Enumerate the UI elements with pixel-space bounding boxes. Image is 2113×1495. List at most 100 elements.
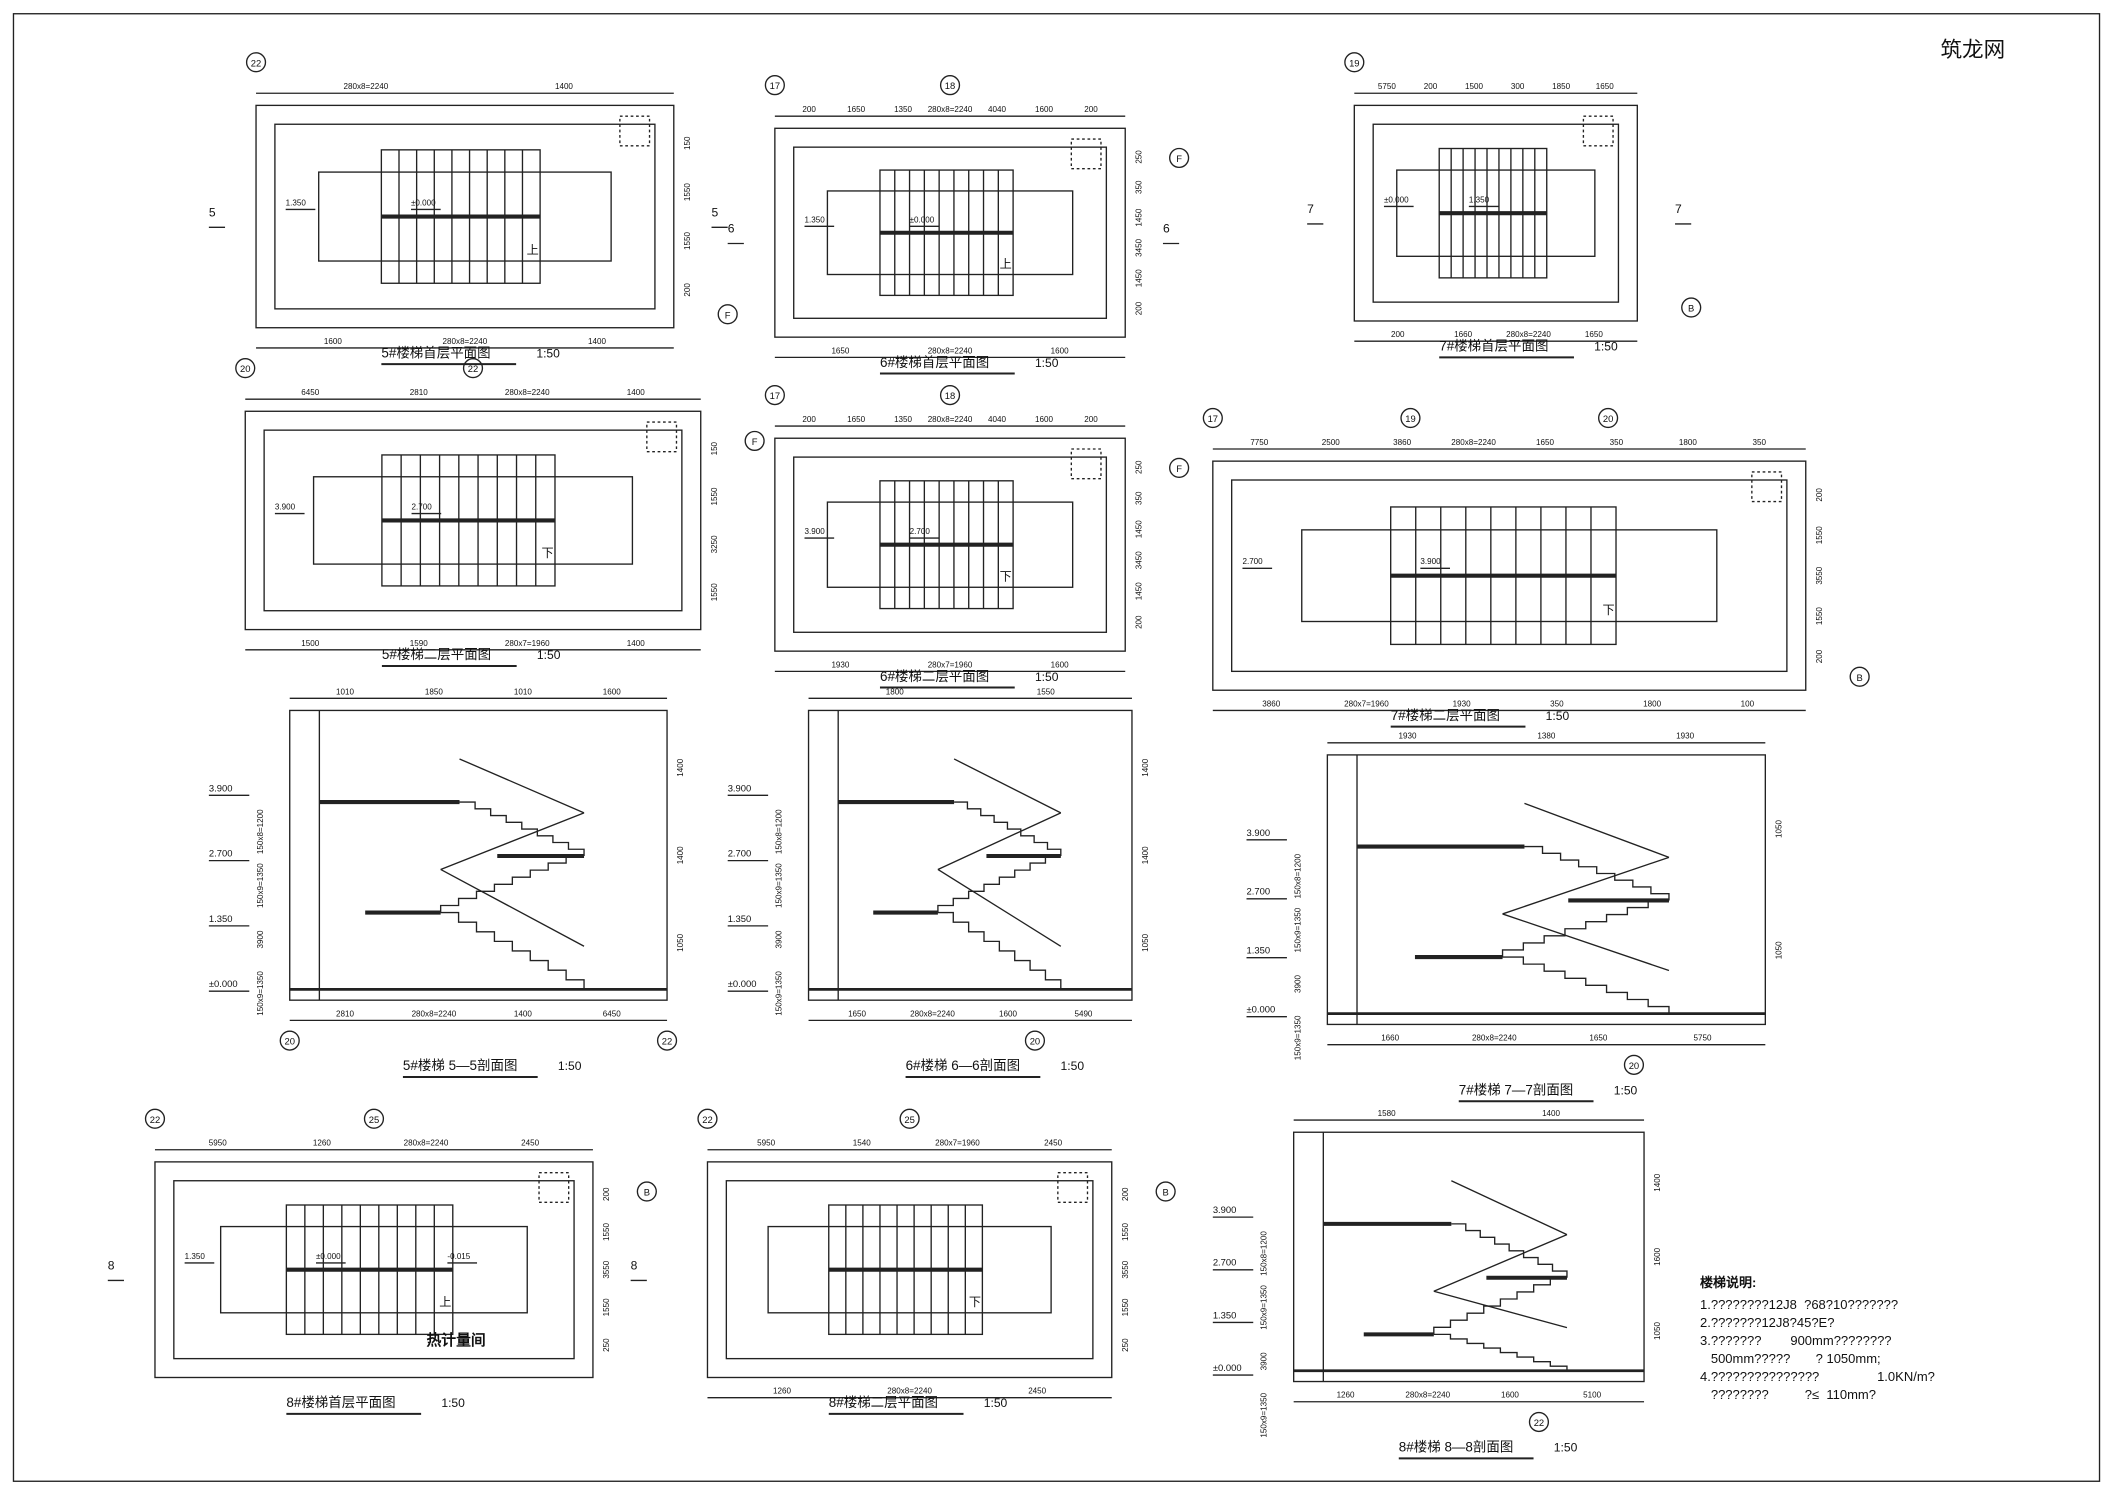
axis-bubble: [939, 385, 961, 406]
dimension-dims_bottom: 200: [1391, 330, 1405, 339]
dimension-dims_bottom: 1650: [1585, 330, 1603, 339]
dimension-right: 1550: [1121, 1222, 1130, 1240]
dimension-dims_top: 1540: [853, 1139, 871, 1148]
dimension-dims_top: 1580: [1378, 1109, 1396, 1118]
dimension-left: 3900: [1293, 975, 1302, 993]
axis-bubble: [1344, 52, 1365, 73]
column: [1070, 448, 1102, 480]
stair-direction: 上: [439, 1295, 451, 1309]
sheet-border: [12, 13, 2101, 1482]
section-mark: 5: [712, 206, 719, 220]
dimension-right: 3250: [710, 535, 719, 553]
drawing-title: 8#楼梯二层平面图: [829, 1395, 938, 1410]
dimension-right: 200: [1815, 649, 1824, 663]
dimension-left: 150x9=1350: [775, 971, 784, 1016]
outer-wall: [154, 1161, 594, 1379]
inner-wall: [263, 429, 683, 612]
section-frame: [1292, 1131, 1645, 1383]
axis-label: 20: [1629, 1060, 1639, 1071]
axis-bubble: [363, 1108, 385, 1129]
dimension-right: 1450: [1134, 269, 1143, 287]
dimension-dims_top: 1550: [1037, 687, 1055, 696]
section-frame: [1326, 754, 1766, 1026]
axis-bubble: [144, 1108, 166, 1129]
dimension-right: 1400: [1141, 846, 1150, 864]
dimension-dims_bottom: 280x8=2240: [928, 346, 973, 355]
dimension-right: 1550: [683, 231, 692, 249]
level-label: 2.700: [728, 848, 752, 859]
dimension-right: 1550: [602, 1298, 611, 1316]
dimension-dims_top: 2450: [521, 1139, 539, 1148]
axis-bubble: [279, 1030, 300, 1051]
dimension-dims_top: 1400: [1542, 1109, 1560, 1118]
dimension-left: 150x8=1200: [256, 809, 265, 854]
handrail: [440, 812, 585, 871]
axis-label: 22: [150, 1114, 160, 1125]
axis-label: B: [1688, 303, 1694, 314]
axis-label: F: [725, 309, 731, 320]
dimension-dims_bottom: 1600: [324, 337, 342, 346]
drawing-scale: 1:50: [1594, 340, 1618, 354]
handrail: [459, 758, 585, 814]
dimension-dims_top: 1800: [886, 687, 904, 696]
inner-wall: [173, 1180, 575, 1360]
dimension-right: 1450: [1134, 582, 1143, 600]
dimension-dims_top: 5950: [757, 1139, 775, 1148]
section-mark: 8: [631, 1259, 638, 1273]
dimension-dims_top: 4040: [988, 105, 1006, 114]
handrail: [953, 758, 1062, 814]
dimension-dims_bottom: 1600: [999, 1009, 1017, 1018]
axis-label: 19: [1349, 57, 1359, 68]
landing-outline: [826, 190, 1074, 276]
dimension-dims_top: 1350: [894, 415, 912, 424]
dimension-left: 150x8=1200: [775, 809, 784, 854]
note-line: ???????? ?≤ 110mm?: [1700, 1387, 1876, 1402]
dimension-right: 200: [683, 283, 692, 297]
dimension-dims_bottom: 5490: [1074, 1009, 1092, 1018]
level-label: 3.900: [275, 503, 296, 512]
axis-label: F: [1176, 463, 1182, 474]
dimension-right: 1050: [1141, 933, 1150, 951]
level-label: ±0.000: [316, 1252, 341, 1261]
dimension-left: 150x9=1350: [256, 971, 265, 1016]
drawing-title: 7#楼梯首层平面图: [1439, 339, 1548, 354]
dimension-left: 150x9=1350: [1293, 907, 1302, 952]
dimension-dims_top: 280x8=2240: [404, 1139, 449, 1148]
axis-label: 25: [904, 1114, 914, 1125]
dimension-left: 150x9=1350: [256, 863, 265, 908]
level-label: 1.350: [209, 913, 233, 924]
dimension-right: 3550: [1121, 1260, 1130, 1278]
axis-label: 20: [1603, 413, 1613, 424]
drawing-title: 6#楼梯二层平面图: [880, 669, 989, 684]
dimension-right: 1550: [1121, 1298, 1130, 1316]
outer-wall: [255, 104, 675, 329]
drawing-scale: 1:50: [537, 648, 561, 662]
handrail: [1433, 1290, 1568, 1329]
dimension-dims_top: 280x8=2240: [505, 388, 550, 397]
note-line: 4.??????????????? 1.0KN/m?: [1700, 1369, 1935, 1384]
axis-label: 20: [1030, 1036, 1040, 1047]
drawing-title: 5#楼梯首层平面图: [381, 345, 490, 360]
dimension-dims_bottom: 280x7=1960: [505, 639, 550, 648]
dimension-right: 1550: [602, 1222, 611, 1240]
dimension-dims_top: 2500: [1322, 438, 1340, 447]
drawing-scale: 1:50: [1614, 1084, 1638, 1098]
dimension-dims_top: 7750: [1250, 438, 1268, 447]
note-line: 500mm????? ? 1050mm;: [1700, 1351, 1881, 1366]
dimension-dims_top: 1400: [555, 82, 573, 91]
stair-flight-section: [1501, 899, 1669, 958]
stair-flight-section: [937, 855, 1061, 913]
axis-bubble: [235, 358, 256, 379]
dimension-dims_top: 1400: [627, 388, 645, 397]
level-label: 2.700: [1242, 557, 1263, 566]
dimension-dims_bottom: 2450: [1028, 1387, 1046, 1396]
axis-label: B: [1857, 672, 1863, 683]
handrail: [1502, 913, 1670, 972]
drawing-title: 8#楼梯 8—8剖面图: [1399, 1440, 1514, 1455]
level-label: 3.900: [209, 782, 233, 793]
dimension-dims_bottom: 5100: [1583, 1391, 1601, 1400]
dimension-dims_bottom: 280x8=2240: [1472, 1034, 1517, 1043]
handrail: [1502, 856, 1670, 915]
drawing-title: 5#楼梯 5—5剖面图: [403, 1058, 518, 1073]
